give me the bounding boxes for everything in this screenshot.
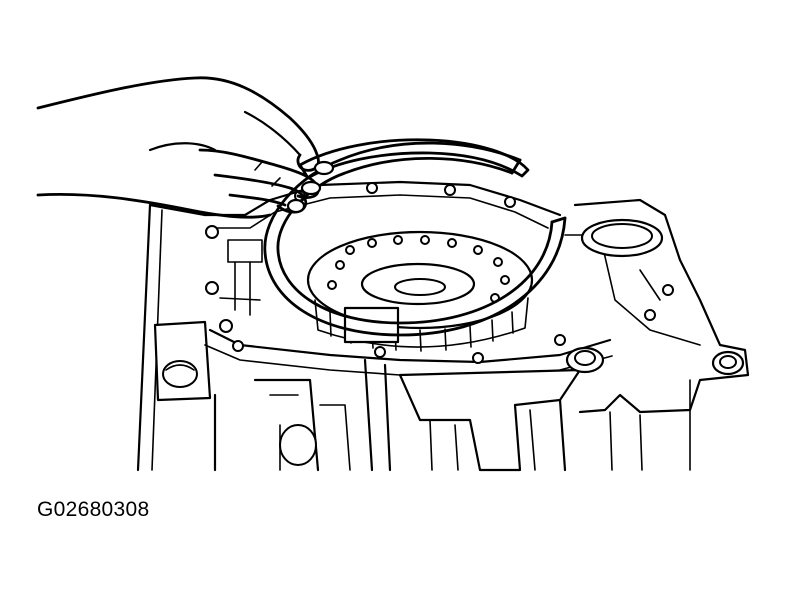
figure-code: G02680308: [37, 498, 150, 521]
transmission-case: [136, 180, 750, 472]
right-bore-inner: [591, 223, 653, 249]
snap-ring: [263, 138, 567, 337]
hand: [36, 76, 335, 219]
fingernail-2: [300, 180, 322, 196]
fingernail-1: [313, 160, 335, 176]
fingernail-3: [286, 198, 306, 214]
drum-lug: [343, 306, 400, 344]
lower-bore: [279, 424, 317, 466]
drum-center-bore: [394, 278, 446, 296]
inner-drum: [306, 230, 534, 352]
lower-rib: [398, 368, 582, 472]
